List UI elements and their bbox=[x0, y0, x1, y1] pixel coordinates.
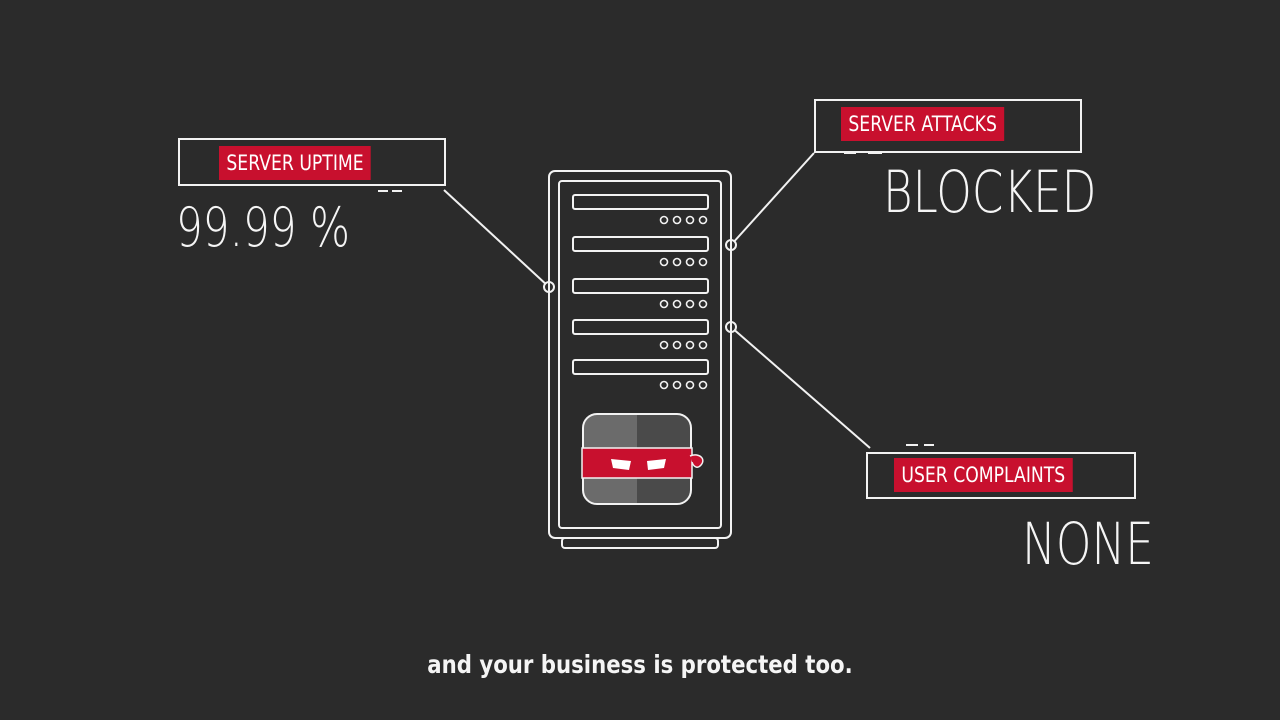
status-light bbox=[685, 299, 695, 309]
drive-bays bbox=[572, 194, 709, 375]
status-lights bbox=[659, 215, 708, 390]
status-light bbox=[659, 299, 669, 309]
tower-inner bbox=[558, 180, 722, 529]
uptime-label: SERVER UPTIME bbox=[219, 146, 372, 180]
status-light bbox=[698, 215, 708, 225]
status-light bbox=[698, 340, 708, 350]
status-light bbox=[685, 380, 695, 390]
status-light bbox=[672, 215, 682, 225]
complaints-value: NONE bbox=[1022, 510, 1154, 578]
status-light bbox=[698, 257, 708, 267]
status-light bbox=[672, 257, 682, 267]
drive-bay bbox=[572, 194, 709, 210]
status-light bbox=[698, 380, 708, 390]
drive-bay bbox=[572, 319, 709, 335]
attacks-label: SERVER ATTACKS bbox=[841, 107, 1005, 141]
mascot-eye-right bbox=[647, 459, 666, 470]
status-light bbox=[659, 340, 669, 350]
status-light bbox=[672, 340, 682, 350]
server-tower-icon bbox=[548, 170, 732, 549]
status-light bbox=[672, 380, 682, 390]
complaints-connector-line bbox=[730, 326, 871, 449]
complaints-label: USER COMPLAINTS bbox=[894, 458, 1073, 492]
status-light bbox=[698, 299, 708, 309]
status-light bbox=[685, 257, 695, 267]
complaints-callout-frame bbox=[866, 452, 1136, 499]
mascot-headband-knot bbox=[689, 454, 704, 468]
drive-bay bbox=[572, 236, 709, 252]
status-light bbox=[685, 340, 695, 350]
subtitle-caption: and your business is protected too. bbox=[427, 650, 853, 679]
status-light bbox=[659, 380, 669, 390]
attacks-connector-line bbox=[730, 152, 815, 246]
uptime-value: 99.99 % bbox=[176, 196, 351, 259]
mascot-headband bbox=[581, 447, 693, 479]
status-light bbox=[659, 257, 669, 267]
drive-bay bbox=[572, 278, 709, 294]
attacks-callout-frame bbox=[814, 99, 1082, 153]
uptime-connector-line bbox=[443, 189, 550, 288]
ninja-mascot-icon bbox=[581, 413, 704, 505]
attacks-value: BLOCKED bbox=[883, 158, 1097, 226]
status-light bbox=[685, 215, 695, 225]
status-light bbox=[672, 299, 682, 309]
mascot-eye-left bbox=[611, 459, 631, 470]
uptime-callout-frame bbox=[178, 138, 446, 186]
status-light bbox=[659, 215, 669, 225]
connector-lines bbox=[378, 152, 934, 449]
tower-base bbox=[561, 537, 719, 549]
drive-bay bbox=[572, 359, 709, 375]
